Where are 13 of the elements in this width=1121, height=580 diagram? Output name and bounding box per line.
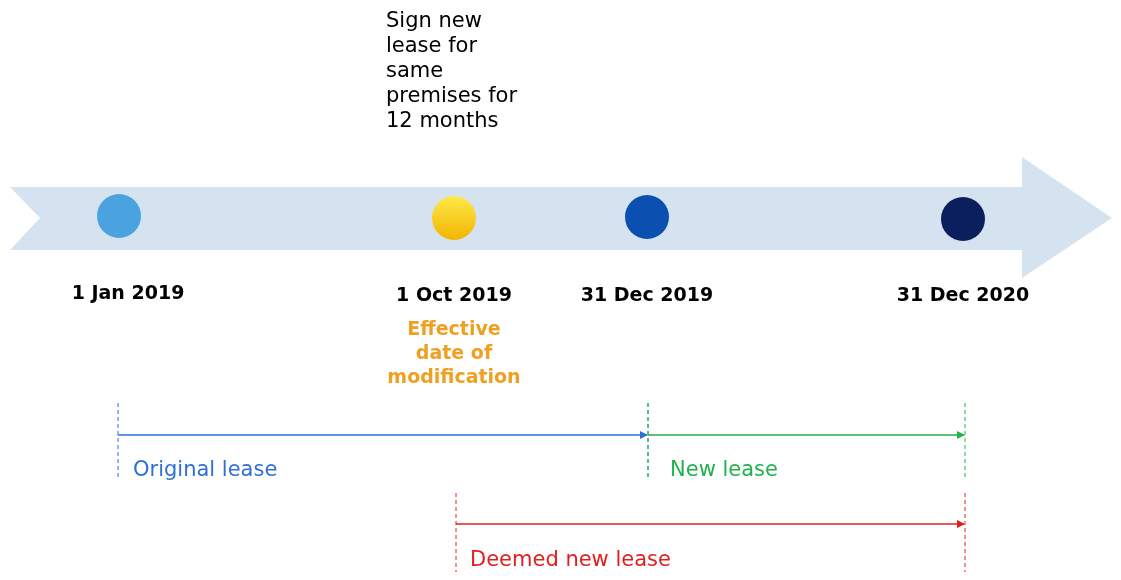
timeline-dot [625, 195, 669, 239]
date-label: 31 Dec 2019 [579, 282, 715, 307]
period-label: Deemed new lease [470, 546, 671, 573]
timeline-dot [97, 194, 141, 238]
event-note: Sign new lease for same premises for 12 months [386, 8, 519, 133]
timeline-dot [432, 196, 476, 240]
period-label: Original lease [133, 456, 278, 483]
timeline-dot [941, 197, 985, 241]
period-label: New lease [670, 456, 778, 483]
date-label: 1 Oct 2019 [395, 282, 513, 307]
date-label: 31 Dec 2020 [895, 282, 1031, 307]
event-label: Effective date of modification [386, 316, 522, 388]
date-label: 1 Jan 2019 [70, 280, 186, 305]
